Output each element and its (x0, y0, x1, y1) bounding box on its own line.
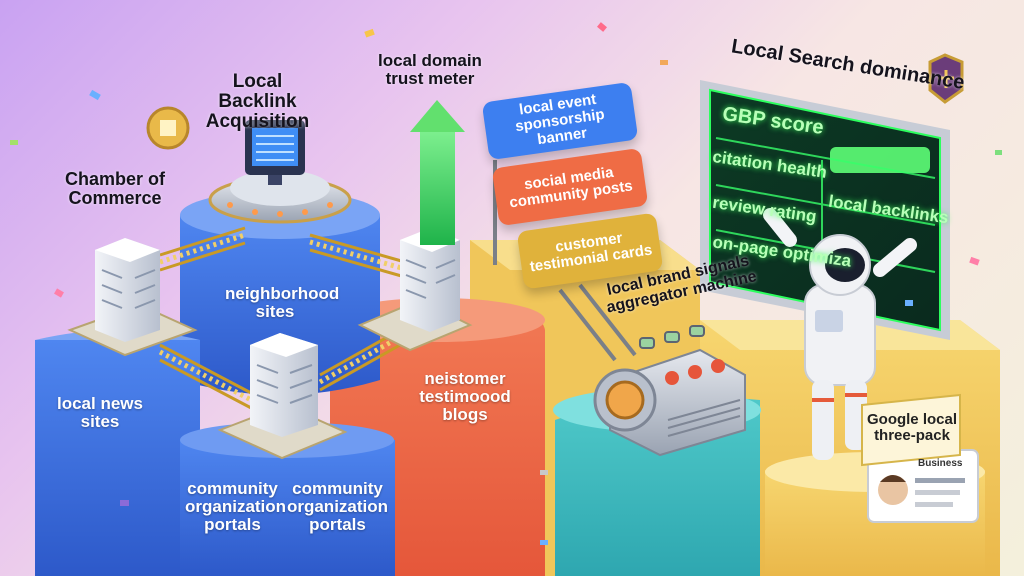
astronaut (763, 208, 917, 460)
backlink-hub (208, 120, 352, 224)
trust-arrow (410, 100, 465, 245)
building-chamber (95, 238, 160, 342)
testimonial-blogs-label: neistomer testimoood blogs (419, 369, 511, 424)
coin-badge-left (146, 106, 190, 150)
bridge-planks (158, 232, 406, 405)
business-card-label: Business (918, 458, 963, 469)
three-pack-sign (861, 393, 961, 467)
confetti (10, 22, 1002, 545)
community-portals-label-a: community organization portals (185, 479, 287, 534)
business-card (867, 449, 979, 523)
local-news-label: local news sites (57, 394, 143, 431)
aggregator-machine (593, 325, 746, 457)
golden-bridges (159, 226, 406, 412)
chamber-label: Chamber of Commerce (64, 169, 165, 208)
three-pack-label: Google local three-pack (866, 411, 957, 444)
building-community (250, 333, 318, 437)
neighborhood-label: neighborhood sites (225, 284, 340, 321)
trust-meter-label: local domain trust meter (378, 51, 482, 88)
community-portals-label-b: community organization portals (286, 479, 389, 534)
local-backlink-label: Local Backlink Acquisition (205, 71, 310, 132)
shield-badge-right (928, 53, 964, 104)
